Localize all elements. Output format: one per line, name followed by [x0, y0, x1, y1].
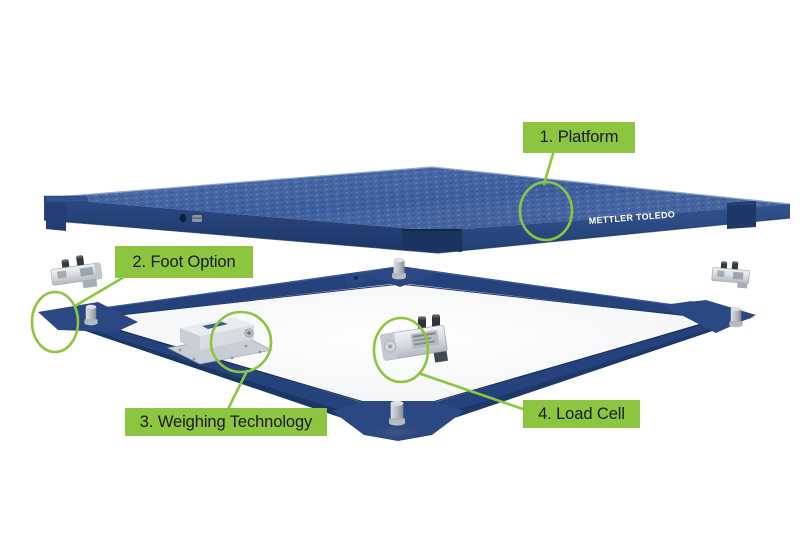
load-cell-part: [380, 314, 449, 363]
weighing-module-part: [166, 317, 274, 365]
foot-option-part-left: [50, 255, 103, 289]
foot-right-corner: [729, 306, 743, 328]
callout-circle-weighing: [209, 310, 273, 374]
callout-label-foot-option: 2. Foot Option: [115, 246, 253, 278]
frame-front-face-right: [398, 317, 754, 437]
platform-near-corner-bracket: [402, 229, 462, 252]
leader-line-loadcell: [419, 372, 525, 411]
leader-line-platform: [542, 152, 555, 186]
platform: METTLER TOLEDO: [43, 166, 791, 254]
foot-shadow: [373, 426, 421, 438]
leader-line-weighing: [227, 369, 249, 409]
callout-circle-loadcell: [372, 316, 430, 384]
leader-line-foot: [73, 275, 126, 308]
foot-top-corner: [392, 257, 406, 280]
callout-label-platform: 1. Platform: [523, 122, 635, 153]
platform-edge-hole: [179, 213, 187, 223]
platform-bottom-edge-line: [43, 217, 791, 254]
platform-top-shading: [44, 167, 790, 231]
platform-front-right-edge: [438, 204, 790, 253]
platform-edge-bolt: [192, 215, 202, 222]
callout-circle-platform: [518, 180, 574, 242]
frame-tab-left: [343, 272, 367, 285]
foot-left-corner: [84, 304, 98, 326]
platform-front-left-edge: [44, 198, 438, 253]
foot-option-part-right: [711, 261, 750, 289]
callout-label-load-cell: 4. Load Cell: [523, 400, 640, 428]
platform-right-end-bracket: [726, 201, 757, 229]
foot-bottom-corner: [388, 400, 406, 426]
platform-back-edge-highlight: [43, 166, 791, 205]
platform-left-end-bracket: [43, 195, 89, 231]
callout-circle-foot: [30, 290, 80, 354]
callout-label-weighing-technology: 3. Weighing Technology: [125, 408, 327, 436]
frame-front-face-left: [44, 317, 398, 437]
